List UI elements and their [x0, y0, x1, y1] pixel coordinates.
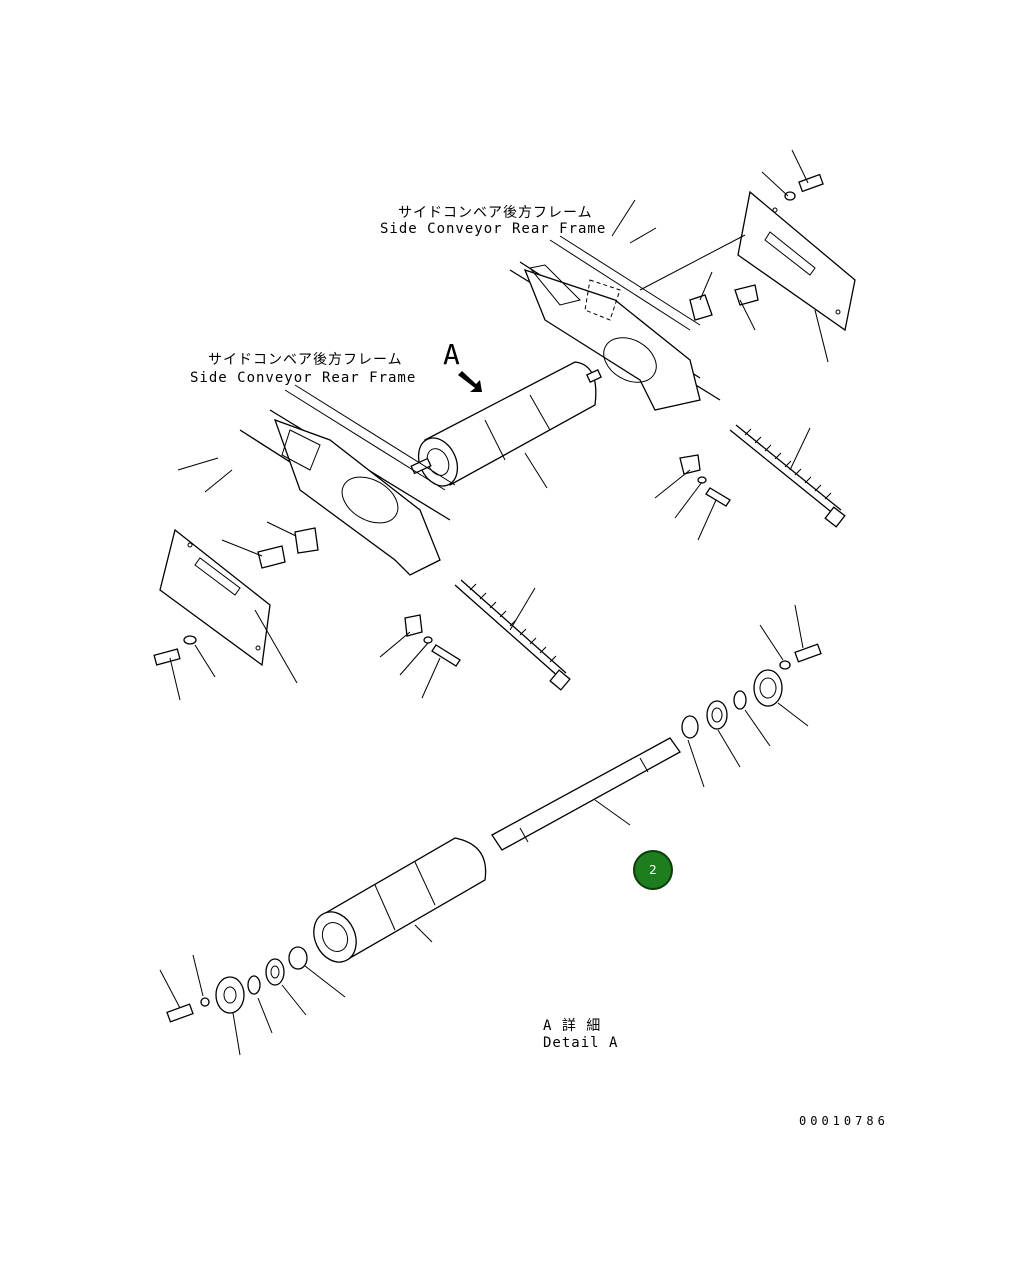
left-frame-label-en: Side Conveyor Rear Frame — [190, 370, 417, 386]
detail-label-en: Detail A — [543, 1035, 619, 1051]
view-arrow-label: A — [443, 338, 461, 371]
drawing-number: 00010786 — [799, 1114, 889, 1128]
right-frame-label-en: Side Conveyor Rear Frame — [380, 221, 607, 237]
right-frame-label-jp: サイドコンベア後方フレーム — [398, 205, 593, 221]
left-frame-label-jp: サイドコンベア後方フレーム — [208, 352, 403, 368]
right-frame-assembly — [509, 173, 856, 528]
detail-a-exploded — [166, 643, 822, 1023]
hotspot-label: 2 — [649, 863, 657, 877]
view-arrow — [458, 371, 482, 392]
part-hotspot-2[interactable]: 2 — [633, 850, 673, 890]
top-roller — [410, 361, 602, 487]
leader-lines — [159, 149, 829, 1056]
detail-label-jp: A 詳 細 — [543, 1018, 602, 1034]
left-frame-assembly — [153, 384, 571, 691]
